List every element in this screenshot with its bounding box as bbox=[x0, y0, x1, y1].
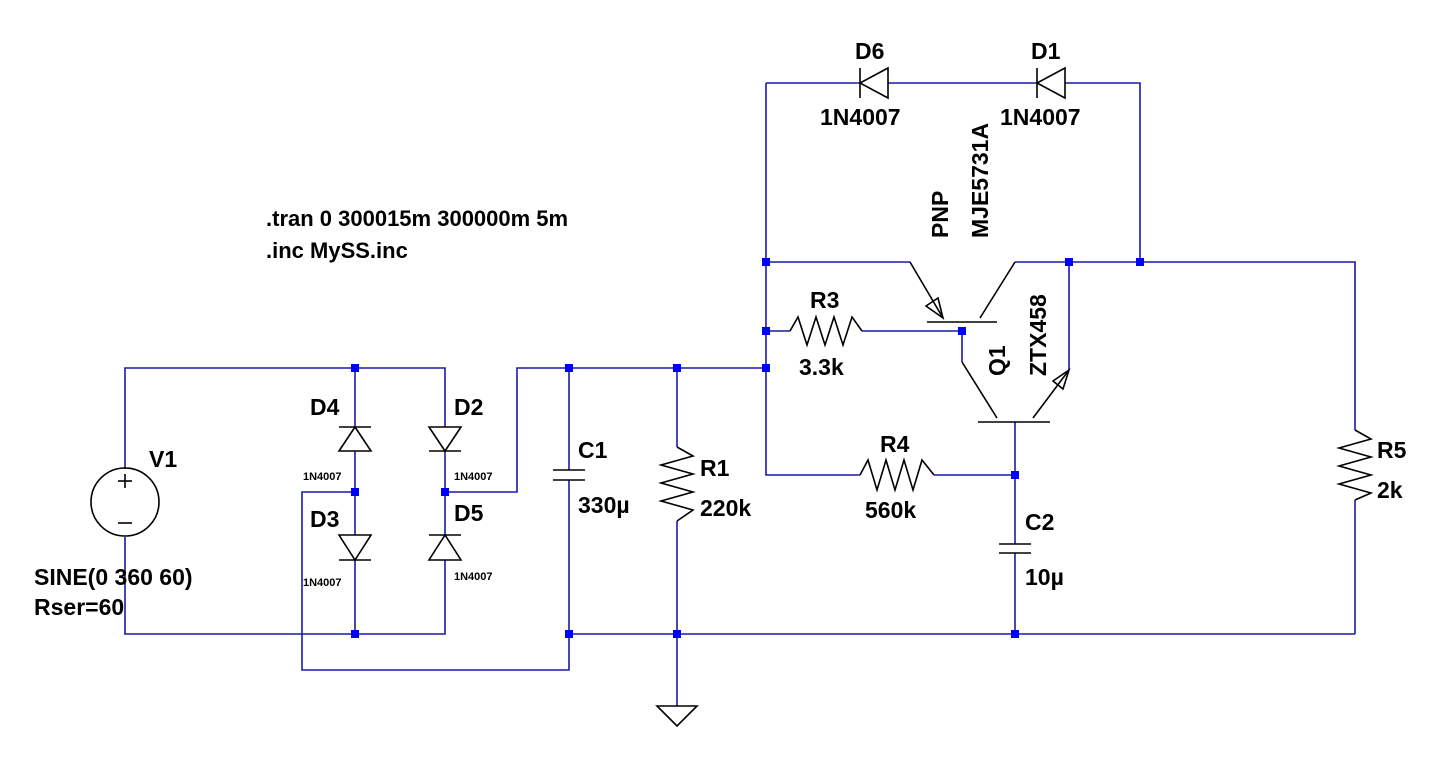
d4-model: 1N4007 bbox=[303, 471, 342, 483]
v1-name: V1 bbox=[149, 446, 177, 472]
resistor-r3-symbol bbox=[789, 314, 863, 348]
junction-dots bbox=[351, 258, 1144, 638]
r1-value: 220k bbox=[700, 495, 751, 521]
r4-name: R4 bbox=[880, 431, 910, 457]
d6-model: 1N4007 bbox=[820, 104, 901, 130]
d2-name: D2 bbox=[454, 394, 483, 420]
r5-value: 2k bbox=[1377, 477, 1403, 503]
d4-name: D4 bbox=[310, 394, 340, 420]
d5-model: 1N4007 bbox=[454, 571, 493, 583]
directive-inc: .inc MySS.inc bbox=[266, 238, 408, 263]
transistor-pnp-symbol bbox=[909, 261, 1016, 323]
resistor-r1-symbol bbox=[658, 446, 696, 522]
capacitor-c1-symbol bbox=[553, 469, 585, 481]
d2-model: 1N4007 bbox=[454, 471, 493, 483]
d6-name: D6 bbox=[855, 38, 884, 64]
ground-symbol bbox=[655, 705, 699, 728]
pnp-model: MJE5731A bbox=[967, 123, 993, 238]
capacitor-c2-symbol bbox=[999, 543, 1031, 554]
resistor-r5-symbol bbox=[1336, 429, 1374, 501]
diode-d2-symbol bbox=[427, 426, 463, 453]
diode-d4-symbol bbox=[337, 425, 373, 452]
r1-name: R1 bbox=[700, 455, 730, 481]
voltage-source-v1 bbox=[90, 467, 160, 537]
d3-model: 1N4007 bbox=[303, 577, 342, 589]
diode-d5-symbol bbox=[427, 533, 463, 561]
diode-d6-symbol bbox=[858, 66, 889, 100]
d1-name: D1 bbox=[1031, 38, 1061, 64]
d1-model: 1N4007 bbox=[1000, 104, 1081, 130]
directive-tran: .tran 0 300015m 300000m 5m bbox=[266, 206, 568, 231]
c2-value: 10µ bbox=[1025, 564, 1064, 590]
r3-name: R3 bbox=[810, 287, 839, 313]
r3-value: 3.3k bbox=[799, 354, 844, 380]
c2-name: C2 bbox=[1025, 509, 1054, 535]
c1-name: C1 bbox=[578, 437, 608, 463]
resistor-r4-symbol bbox=[859, 457, 935, 493]
d3-name: D3 bbox=[310, 506, 339, 532]
wires bbox=[124, 82, 1356, 706]
pnp-type: PNP bbox=[927, 191, 953, 238]
q1-model: ZTX458 bbox=[1025, 294, 1051, 376]
q1-name: Q1 bbox=[984, 345, 1010, 376]
transistor-npn-symbol bbox=[961, 361, 1071, 423]
r5-name: R5 bbox=[1377, 437, 1407, 463]
diode-d1-symbol bbox=[1035, 66, 1066, 100]
diode-d3-symbol bbox=[337, 534, 373, 562]
d5-name: D5 bbox=[454, 500, 484, 526]
v1-rser: Rser=60 bbox=[34, 594, 124, 620]
r4-value: 560k bbox=[865, 497, 916, 523]
v1-value: SINE(0 360 60) bbox=[34, 564, 193, 590]
c1-value: 330µ bbox=[578, 492, 630, 518]
